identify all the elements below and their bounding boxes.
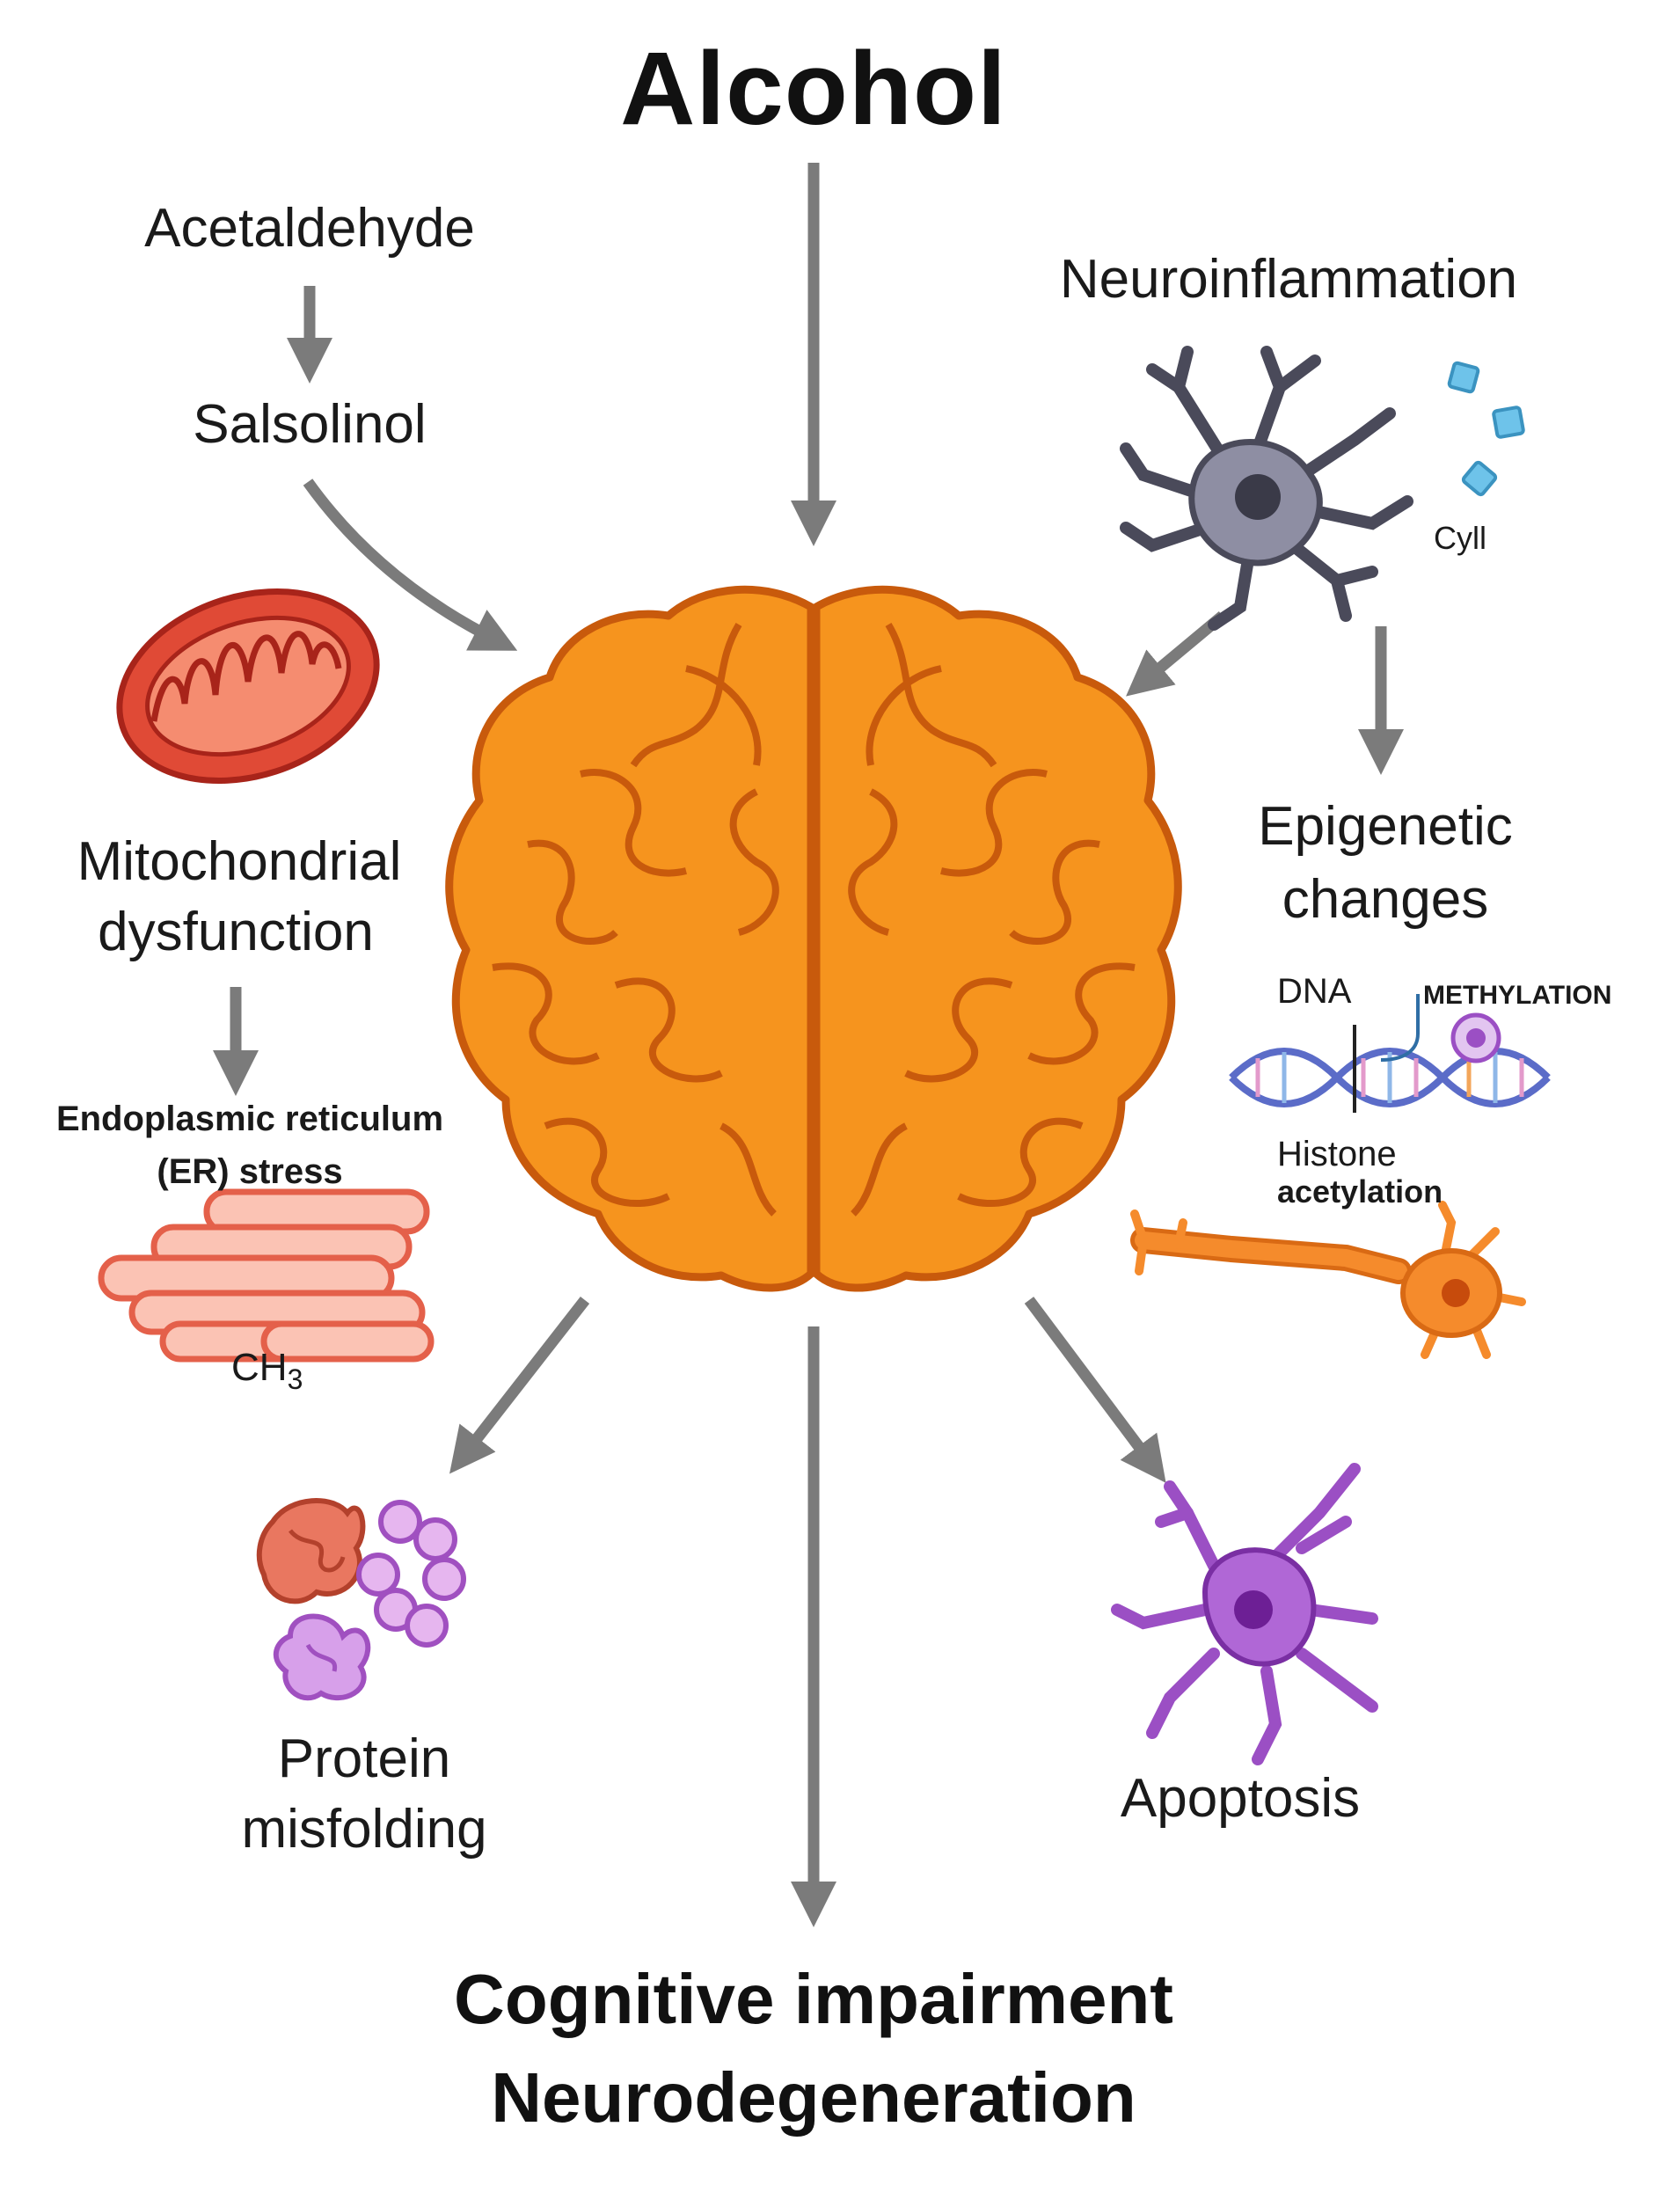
protein-label-line1: Protein xyxy=(277,1728,451,1789)
outcome-line1: Cognitive impairment xyxy=(454,1960,1173,2038)
er-stress-label-line1: Endoplasmic reticulum xyxy=(55,1100,444,1138)
arrow-salsolinol-to-brain xyxy=(303,479,518,651)
arrow-brain-to-protein xyxy=(449,1297,590,1474)
arrow-brain-to-apoptosis xyxy=(1024,1297,1166,1483)
mitochondrial-label-line1: Mitochondrial xyxy=(77,831,402,892)
mitochondrial-label-line2: dysfunction xyxy=(98,902,374,962)
acetaldehyde-label: Acetaldehyde xyxy=(144,198,475,259)
neuroinflammation-label: Neuroinflammation xyxy=(1059,249,1518,310)
dna-label: DNA xyxy=(1277,972,1352,1011)
salsolinol-label: Salsolinol xyxy=(193,394,427,455)
histone-label: Histone xyxy=(1277,1135,1397,1173)
brain-icon xyxy=(445,585,1182,1292)
er-icon xyxy=(98,1188,435,1363)
cell-label: Cyll xyxy=(1434,520,1486,556)
methylation-label: METHYLATION xyxy=(1423,981,1612,1010)
acetylation-label: acetylation xyxy=(1277,1173,1443,1209)
dna-helix-icon xyxy=(1229,994,1551,1113)
ch3-label: CH3 xyxy=(231,1346,303,1395)
mitochondrion-icon xyxy=(116,588,380,785)
neuron-icon xyxy=(1130,1201,1526,1359)
er-stress-label-line2: (ER) stress xyxy=(157,1152,343,1191)
epigenetic-label-line2: changes xyxy=(1282,869,1489,930)
microglia-icon xyxy=(1120,346,1525,631)
epigenetic-label-line1: Epigenetic xyxy=(1258,796,1513,857)
misfolded-protein-icon xyxy=(256,1498,466,1701)
diagram-title: Alcohol xyxy=(620,31,1007,147)
cytokine-icons xyxy=(1447,361,1525,497)
apoptotic-neuron-icon xyxy=(1111,1463,1378,1765)
protein-label-line2: misfolding xyxy=(241,1799,487,1860)
outcome-line2: Neurodegeneration xyxy=(491,2058,1136,2137)
apoptosis-label: Apoptosis xyxy=(1120,1768,1361,1829)
arrows xyxy=(213,163,1404,1927)
